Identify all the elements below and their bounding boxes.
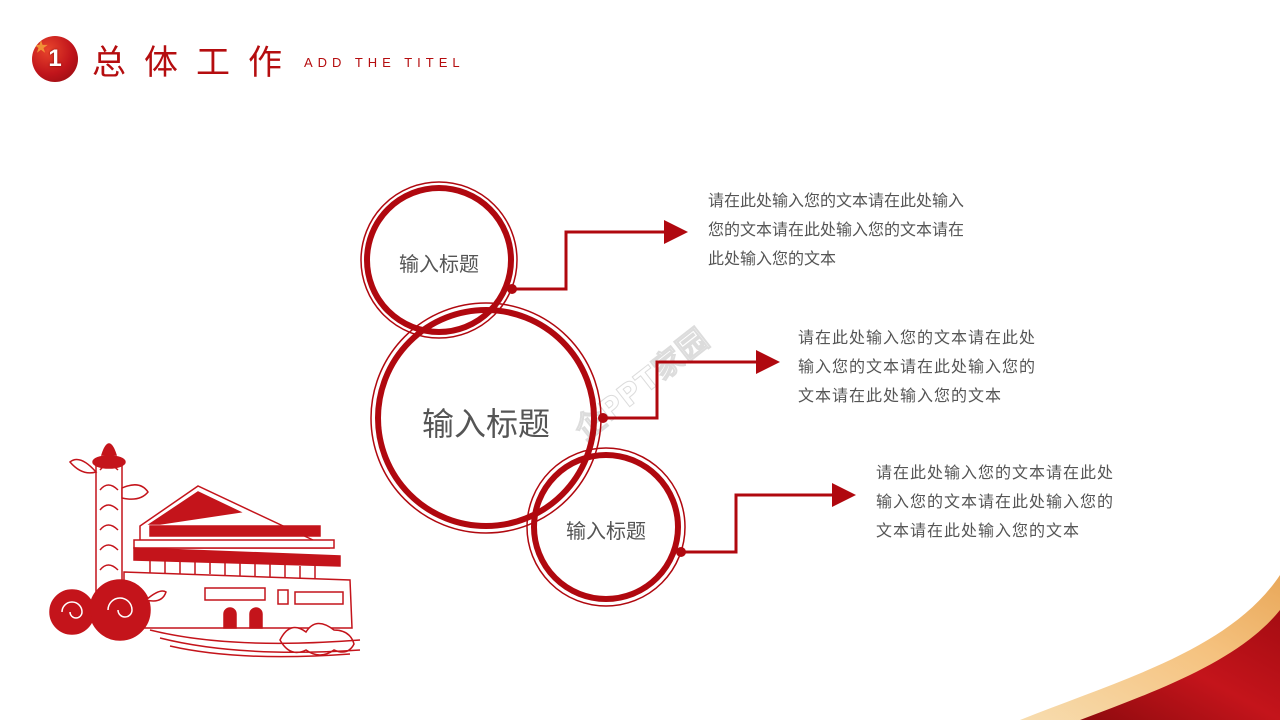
description-line: 请在此处输入您的文本请在此处 <box>798 328 1037 347</box>
description-line: 文本请在此处输入您的文本 <box>876 521 1081 540</box>
description-line: 文本请在此处输入您的文本 <box>798 386 1003 405</box>
description-line: 请在此处输入您的文本请在此处 <box>876 463 1115 482</box>
connector-3 <box>676 483 856 557</box>
circle-bottom <box>526 447 686 607</box>
circle-top <box>360 181 518 339</box>
description-line: 输入您的文本请在此处输入您的 <box>798 357 1037 376</box>
slide-header: 1 总体工作 ADD THE TITEL <box>32 36 465 83</box>
slide-subtitle: ADD THE TITEL <box>304 54 465 70</box>
section-number-badge: 1 <box>32 36 78 82</box>
description-line: 请在此处输入您的文本请在此处输入 <box>708 191 965 210</box>
description-line: 输入您的文本请在此处输入您的 <box>876 492 1115 511</box>
description-2: 请在此处输入您的文本请在此处 输入您的文本请在此处输入您的 文本请在此处输入您的… <box>798 323 1036 410</box>
description-line: 您的文本请在此处输入您的文本请在 <box>708 220 965 239</box>
circle-top-label: 输入标题 <box>399 252 479 276</box>
circle-bottom-label: 输入标题 <box>566 519 646 543</box>
connector-1 <box>507 220 688 294</box>
circle-middle-label: 输入标题 <box>421 405 550 443</box>
corner-wave-decoration <box>1020 575 1280 720</box>
description-1: 请在此处输入您的文本请在此处输入 您的文本请在此处输入您的文本请在 此处输入您的… <box>708 186 964 273</box>
description-line: 此处输入您的文本 <box>708 249 837 268</box>
description-3: 请在此处输入您的文本请在此处 输入您的文本请在此处输入您的 文本请在此处输入您的… <box>876 458 1114 545</box>
slide-title: 总体工作 <box>92 42 300 83</box>
section-number: 1 <box>48 45 62 72</box>
connector-2 <box>598 350 780 423</box>
tiananmen-illustration <box>49 443 361 658</box>
